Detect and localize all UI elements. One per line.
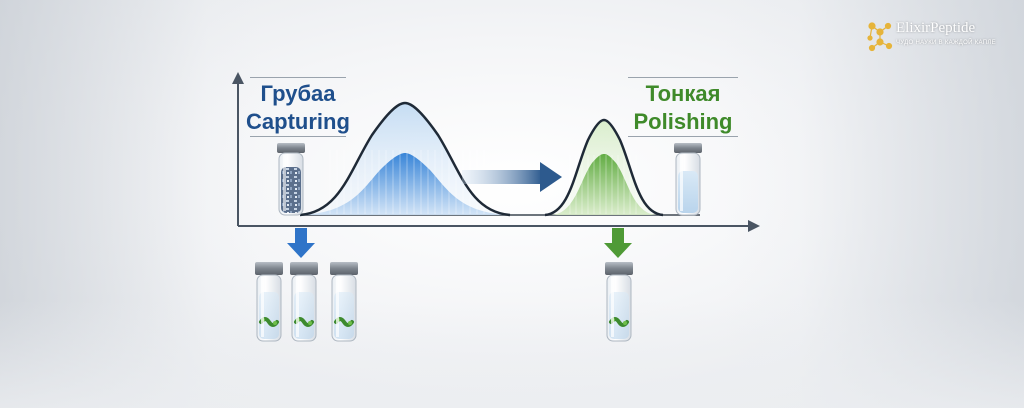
polished-vial xyxy=(674,143,702,216)
transition-arrow xyxy=(462,162,562,192)
brand-name: ElixirPeptide xyxy=(896,20,976,36)
right-label-rule-top xyxy=(628,77,738,78)
polishing-label-ru: Тонкая xyxy=(645,81,721,106)
polish-down-arrow xyxy=(604,228,632,258)
polished-fraction-vial xyxy=(605,262,633,342)
capture-label-ru: Грубаа xyxy=(260,81,336,106)
capture-input-vial xyxy=(277,143,305,216)
right-label-rule-bottom xyxy=(628,136,738,137)
brand-tagline: ЧУДО НАУКИ В КАЖДОЙ КАПЛЕ xyxy=(896,40,996,46)
left-label-rule-bottom xyxy=(250,136,346,137)
hexagon-molecule-icon xyxy=(867,22,893,52)
y-axis xyxy=(232,72,244,226)
lab-bench-surface xyxy=(0,300,1024,408)
capture-fraction-vial-1 xyxy=(255,262,283,342)
capture-label: Грубаа Capturing xyxy=(246,80,350,136)
polishing-label-en: Polishing xyxy=(633,109,733,134)
polishing-peak xyxy=(544,118,664,217)
capture-down-arrow xyxy=(287,228,315,258)
capture-fraction-vial-3 xyxy=(330,262,358,342)
brand-logo: ElixirPeptide ЧУДО НАУКИ В КАЖДОЙ КАПЛЕ xyxy=(864,18,1014,52)
polishing-label: Тонкая Polishing xyxy=(626,80,740,136)
capture-label-en: Capturing xyxy=(246,109,350,134)
x-axis xyxy=(238,220,760,232)
capture-fraction-vial-2 xyxy=(290,262,318,342)
left-label-rule-top xyxy=(250,77,346,78)
